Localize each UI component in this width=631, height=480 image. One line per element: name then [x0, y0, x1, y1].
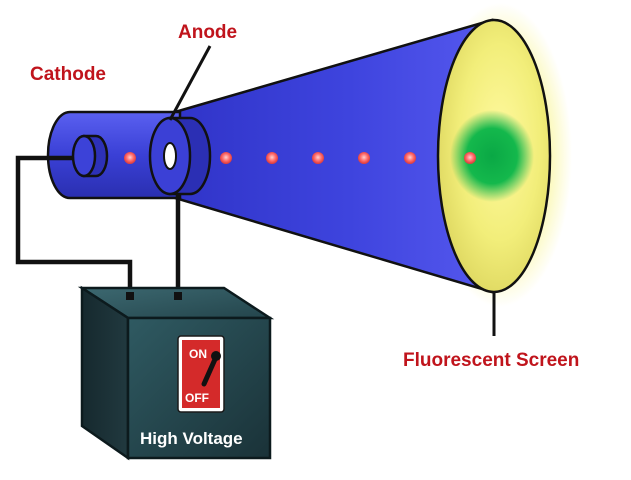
electron-dot	[124, 152, 136, 164]
electron-dot	[464, 152, 476, 164]
fluorescent-screen-label: Fluorescent Screen	[403, 350, 579, 371]
box-left-side	[80, 285, 130, 461]
anode-terminal	[174, 292, 182, 300]
screen-glow-spot	[450, 110, 534, 202]
anode	[148, 116, 212, 196]
cathode	[71, 134, 109, 178]
electron-dot	[266, 152, 278, 164]
anode-leader-line	[168, 45, 212, 121]
electron-dot	[358, 152, 370, 164]
switch-body[interactable]	[182, 340, 220, 408]
cathode-label: Cathode	[30, 64, 106, 85]
electron-beam	[124, 152, 476, 164]
switch-lever[interactable]	[201, 351, 221, 387]
high-voltage-label: High Voltage	[140, 429, 243, 448]
electron-dot	[220, 152, 232, 164]
electron-dot	[404, 152, 416, 164]
power-switch[interactable]: ON OFF	[177, 335, 225, 413]
cathode-wire	[15, 155, 133, 300]
anode-label: Anode	[178, 22, 237, 43]
switch-on-label: ON	[189, 347, 207, 361]
cathode-terminal	[126, 292, 134, 300]
anode-aperture	[163, 142, 177, 170]
electron-dot	[312, 152, 324, 164]
switch-off-label: OFF	[185, 391, 209, 405]
